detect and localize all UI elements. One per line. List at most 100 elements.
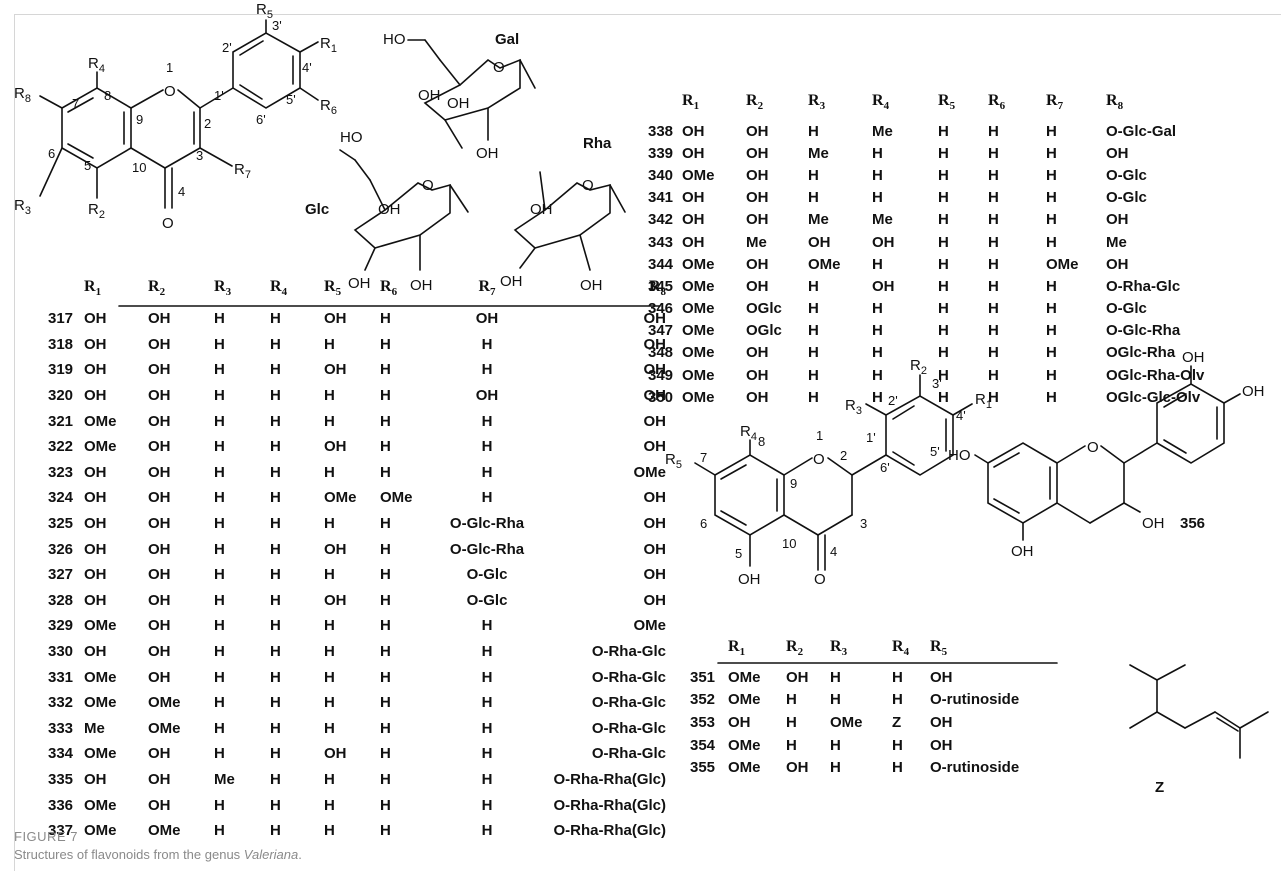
flavanone-r3-label: R3 xyxy=(845,397,862,417)
substituent-cell: O-Rha-Glc xyxy=(591,643,666,661)
substituent-cell: OH xyxy=(930,736,953,754)
glc-oh-3: OH xyxy=(410,277,433,294)
substituent-cell: OMe xyxy=(728,736,761,754)
glc-name: Glc xyxy=(305,201,329,218)
compound-number: 342 xyxy=(648,211,674,229)
substituent-cell: H xyxy=(324,822,335,840)
substituent-cell: OH xyxy=(84,489,107,507)
substituent-cell: H xyxy=(808,300,819,318)
substituent-cell: H xyxy=(380,387,391,405)
compound-number: 321 xyxy=(48,412,74,430)
substituent-cell: OMe xyxy=(84,694,117,712)
column-header: R2 xyxy=(786,637,804,659)
substituent-cell: H xyxy=(481,694,493,712)
substituent-cell: H xyxy=(872,166,883,184)
substituent-cell: H xyxy=(270,540,281,558)
substituent-cell: H xyxy=(380,822,391,840)
substituent-cell: OH xyxy=(84,387,107,405)
substituent-cell: H xyxy=(324,770,335,788)
substituent-cell: O-Glc xyxy=(1106,300,1147,318)
substituent-cell: H xyxy=(872,144,883,162)
substituent-cell: H xyxy=(938,277,949,295)
substituent-cell: H xyxy=(988,122,999,140)
substituent-cell: H xyxy=(380,540,391,558)
substituent-cell: OH xyxy=(643,438,667,456)
compound-number: 349 xyxy=(648,366,674,384)
substituent-cell: OH xyxy=(84,643,107,661)
substituent-cell: H xyxy=(808,122,819,140)
substituent-cell: H xyxy=(1046,144,1057,162)
substituent-cell: O-Rha-Rha(Glc) xyxy=(553,796,667,814)
substituent-cell: OMe xyxy=(633,617,666,635)
substituent-cell: OMe xyxy=(682,300,715,318)
substituent-cell: H xyxy=(1046,344,1057,362)
substituent-cell: H xyxy=(324,387,335,405)
glc-ring-oxygen: O xyxy=(422,177,434,194)
substituent-cell: OMe xyxy=(148,694,181,712)
substituent-cell: H xyxy=(830,736,841,754)
substituent-cell: H xyxy=(270,719,281,737)
flavanone-pos-2p: 2' xyxy=(888,393,898,408)
substituent-cell: OMe xyxy=(728,691,761,709)
substituent-cell: OMe xyxy=(808,255,841,273)
flavanone-pos-9: 9 xyxy=(790,476,797,491)
substituent-cell: H xyxy=(270,668,281,686)
rha-name: Rha xyxy=(583,135,612,152)
compound-number: 353 xyxy=(690,713,716,731)
substituent-cell: OH xyxy=(682,233,705,251)
substituent-cell: OMe xyxy=(84,745,117,763)
substituent-cell: OH xyxy=(746,255,769,273)
substituent-cell: H xyxy=(872,366,883,384)
column-header: R8 xyxy=(1106,91,1124,113)
substituent-cell: H xyxy=(808,388,819,406)
flavone-r8-label: R8 xyxy=(14,85,31,105)
substituent-cell: OH xyxy=(682,211,705,229)
substituent-cell: OMe xyxy=(84,412,117,430)
substituent-cell: H xyxy=(808,277,819,295)
substituent-cell: OH xyxy=(930,668,953,686)
flavanone-pos-5: 5 xyxy=(735,546,742,561)
substituent-cell: OH xyxy=(148,361,171,379)
catechin-oh-right: OH xyxy=(1242,383,1265,400)
substituent-cell: H xyxy=(1046,388,1057,406)
substituent-cell: H xyxy=(214,489,225,507)
column-header: R1 xyxy=(682,91,700,113)
figure-label: FIGURE 7 xyxy=(14,829,78,844)
substituent-cell: OMe xyxy=(324,489,357,507)
compound-number: 319 xyxy=(48,361,74,379)
substituent-cell: H xyxy=(324,694,335,712)
substituent-cell: H xyxy=(270,489,281,507)
substituent-cell: H xyxy=(214,822,225,840)
flavanone-pos-4: 4 xyxy=(830,544,837,559)
substituent-cell: OMe xyxy=(84,796,117,814)
substituent-cell: OH xyxy=(84,310,107,328)
flavanone-r4-label: R4 xyxy=(740,423,757,443)
flavanone-r1-label: R1 xyxy=(975,391,992,411)
substituent-cell: H xyxy=(481,668,493,686)
compound-number: 322 xyxy=(48,438,74,456)
substituent-cell: H xyxy=(214,540,225,558)
flavanone-pos-6: 6 xyxy=(700,516,707,531)
substituent-cell: OH xyxy=(930,713,953,731)
substituent-cell: H xyxy=(380,310,391,328)
substituent-cell: OH xyxy=(148,463,171,481)
rha-oh-2: OH xyxy=(500,273,523,290)
substituent-cell: H xyxy=(786,691,797,709)
substituent-cell: H xyxy=(380,591,391,609)
compound-number: 323 xyxy=(48,463,74,481)
substituent-cell: O-Rha-Rha(Glc) xyxy=(553,770,667,788)
substituent-cell: H xyxy=(988,189,999,207)
substituent-cell: H xyxy=(1046,211,1057,229)
substituent-cell: H xyxy=(1046,122,1057,140)
substituent-cell: H xyxy=(938,166,949,184)
substituent-cell: H xyxy=(938,366,949,384)
substituent-cell: OH xyxy=(148,515,171,533)
substituent-cell: OMe xyxy=(148,822,181,840)
